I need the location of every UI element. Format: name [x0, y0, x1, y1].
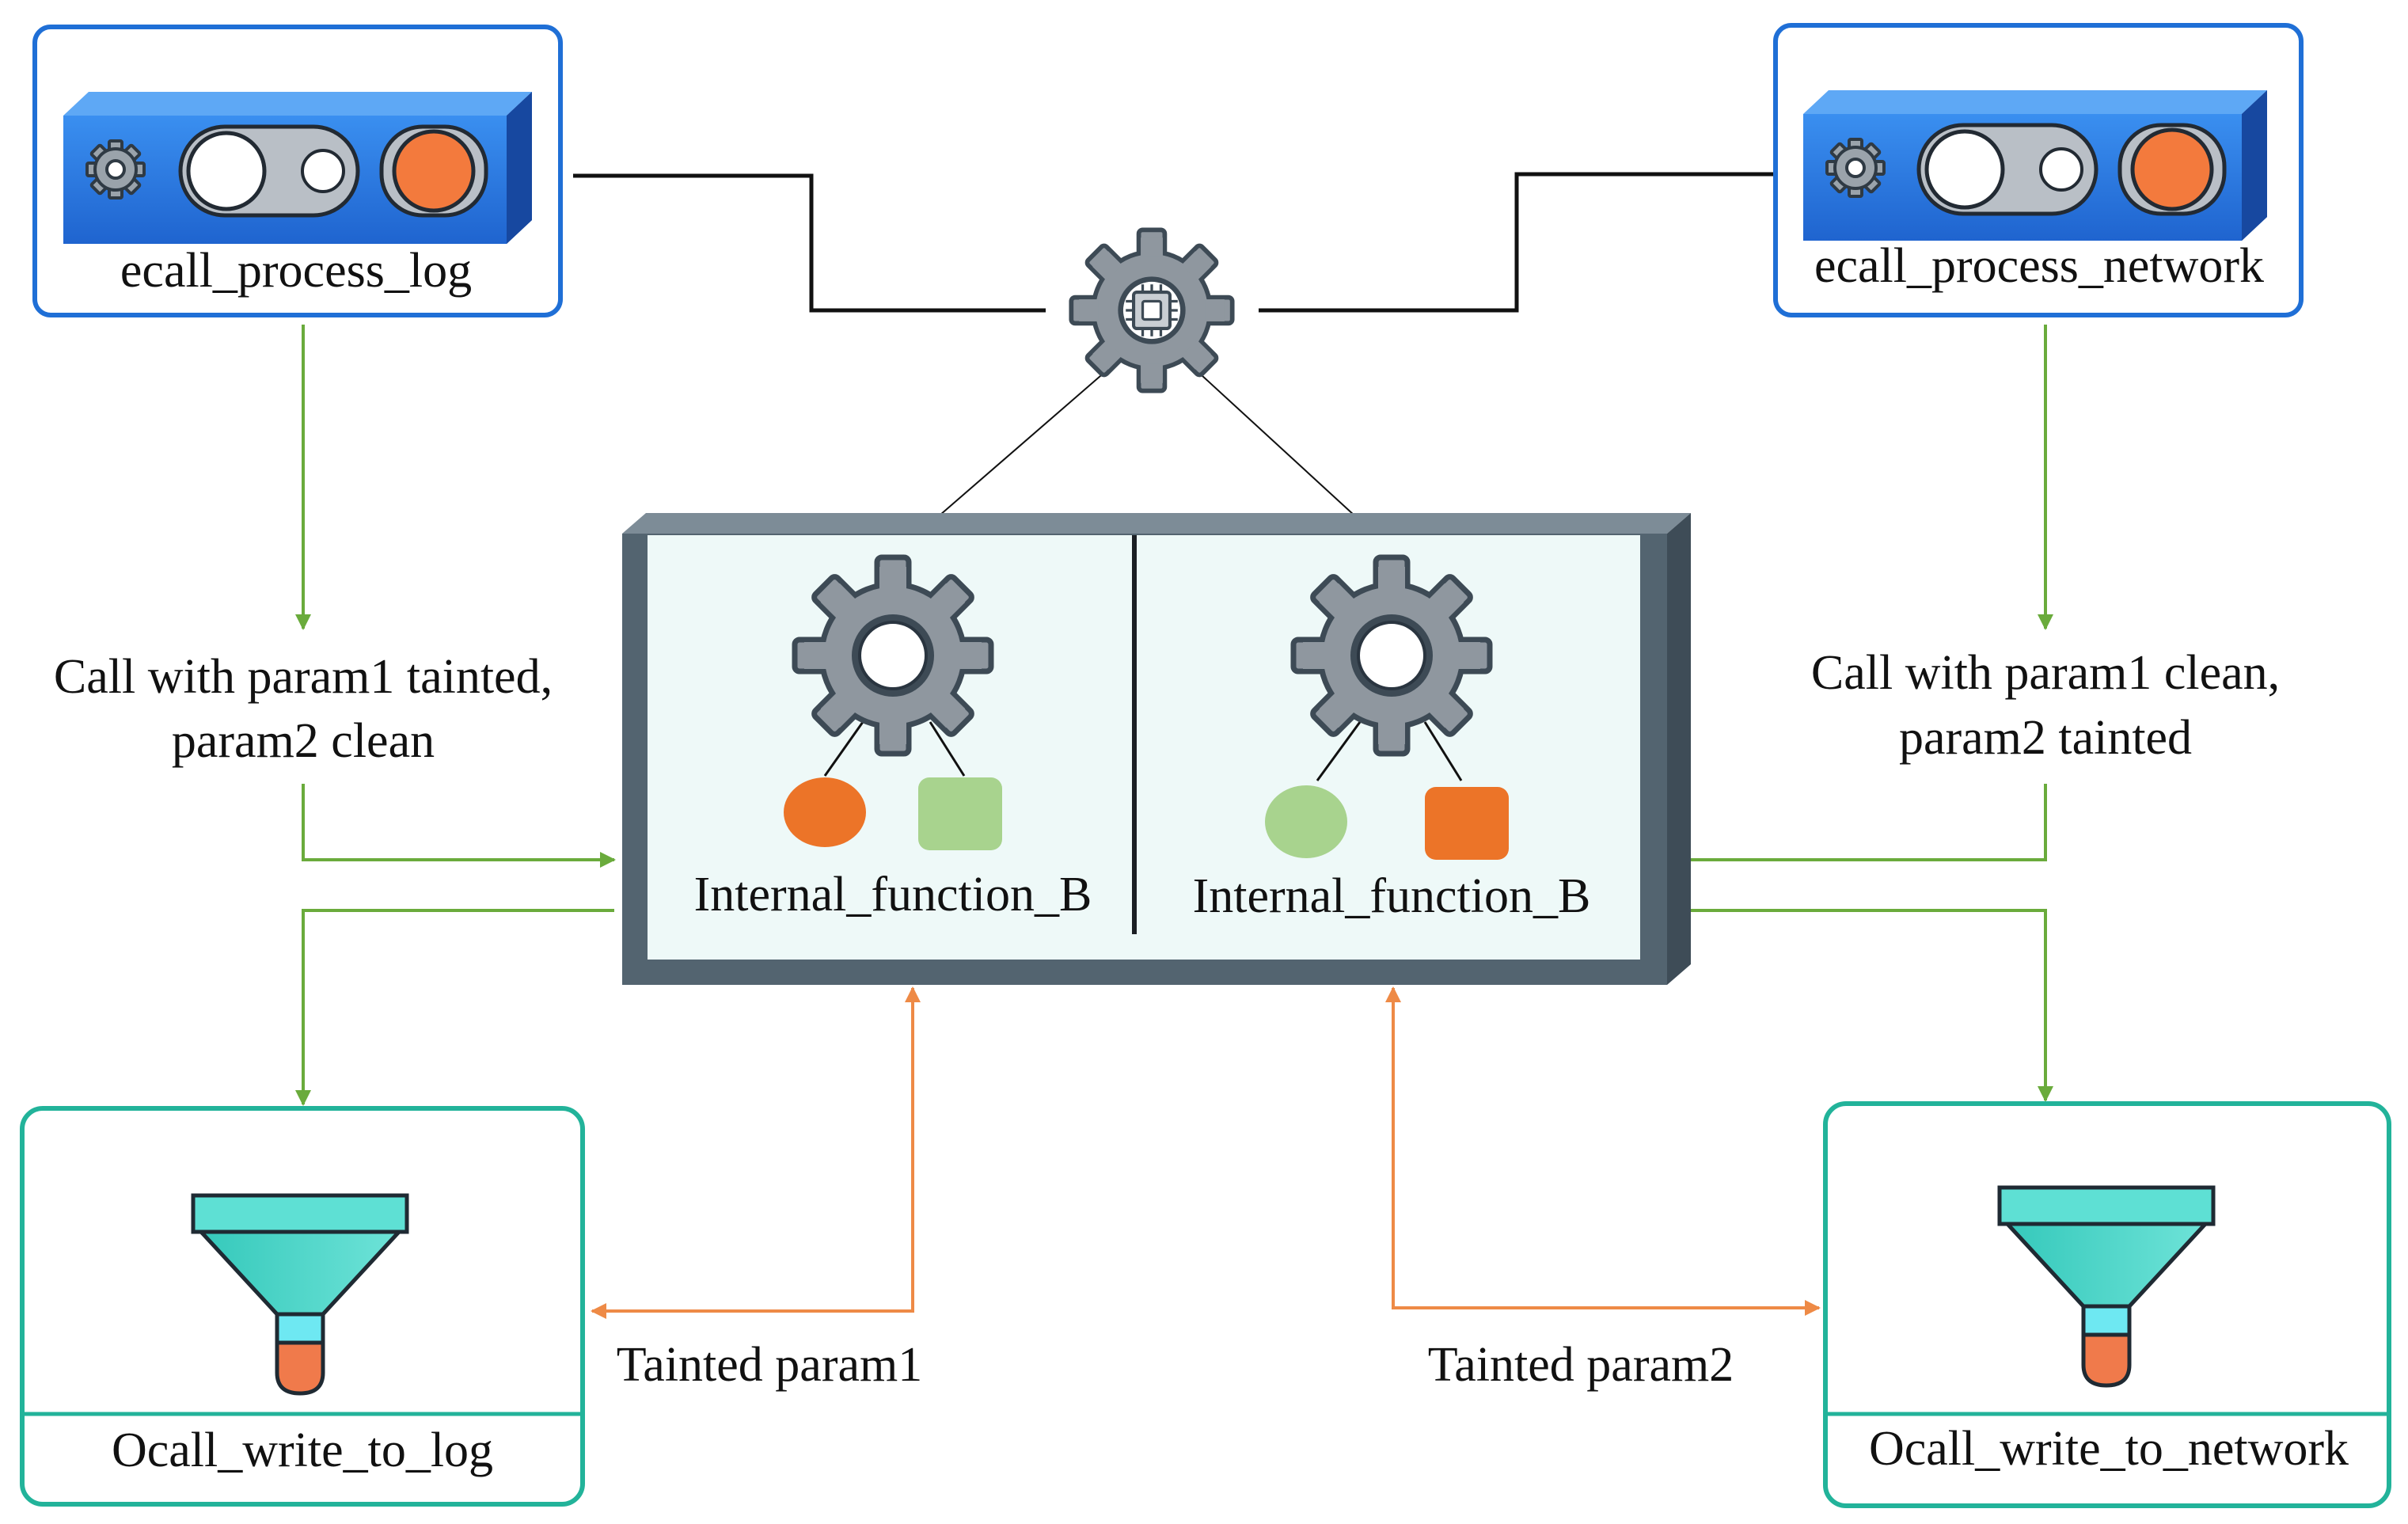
toggle-switch-icon — [178, 124, 360, 218]
funnel-icon — [1997, 1185, 2216, 1388]
gear-icon — [85, 139, 146, 200]
tainted-param1-label: Tainted param1 — [617, 1338, 922, 1392]
gear-icon — [795, 557, 991, 754]
ocall-write-to-network-label: Ocall_write_to_network — [1869, 1422, 2349, 1476]
ecall-process-network-box: ecall_process_network — [1773, 23, 2304, 317]
chip-gear-icon — [1071, 230, 1232, 390]
call-right-line1: Call with param1 clean, — [1811, 646, 2280, 700]
arrow-enclave-to-ocall-log — [295, 909, 614, 1106]
call-right-line2: param2 tainted — [1899, 711, 2192, 765]
internal-function-right-label: Internal_function_B — [1193, 869, 1591, 923]
arrow-tainted-param2 — [1385, 986, 1821, 1316]
call-left-line2: param2 clean — [172, 714, 435, 768]
funnel-icon — [191, 1193, 409, 1396]
arrow-call-left-to-enclave — [302, 784, 616, 868]
status-dot-icon — [2117, 123, 2227, 216]
toggle-switch-icon — [1916, 123, 2098, 216]
call-left-line1: Call with param1 tainted, — [54, 650, 553, 704]
link-ecall-network-to-chip — [1259, 172, 1776, 313]
internal-function-right: Internal_function_B — [1193, 557, 1591, 923]
clean-param-marker — [918, 777, 1002, 850]
ocall-write-to-network-box: Ocall_write_to_network — [1823, 1101, 2391, 1508]
arrow-call-right-to-enclave — [1672, 784, 2047, 868]
ecall-process-network-label: ecall_process_network — [1814, 239, 2264, 293]
tainted-param-marker — [1425, 787, 1509, 860]
internal-function-left-label: Internal_function_B — [694, 868, 1092, 922]
status-dot-icon — [379, 124, 488, 218]
tainted-param-marker — [784, 777, 866, 847]
link-ecall-log-to-chip — [573, 173, 1046, 313]
gear-icon — [1293, 557, 1490, 754]
gear-icon — [1825, 138, 1886, 198]
ocall-write-to-log-box: Ocall_write_to_log — [20, 1106, 585, 1507]
tainted-param2-label: Tainted param2 — [1428, 1338, 1734, 1392]
internal-function-left: Internal_function_B — [694, 557, 1092, 922]
ocall-write-to-log-label: Ocall_write_to_log — [112, 1423, 493, 1477]
clean-param-marker — [1265, 785, 1347, 858]
ecall-process-log-box: ecall_process_log — [32, 25, 563, 317]
arrow-enclave-to-ocall-network — [1686, 909, 2053, 1102]
ecall-process-log-label: ecall_process_log — [120, 244, 472, 298]
arrow-tainted-param1 — [591, 986, 921, 1319]
